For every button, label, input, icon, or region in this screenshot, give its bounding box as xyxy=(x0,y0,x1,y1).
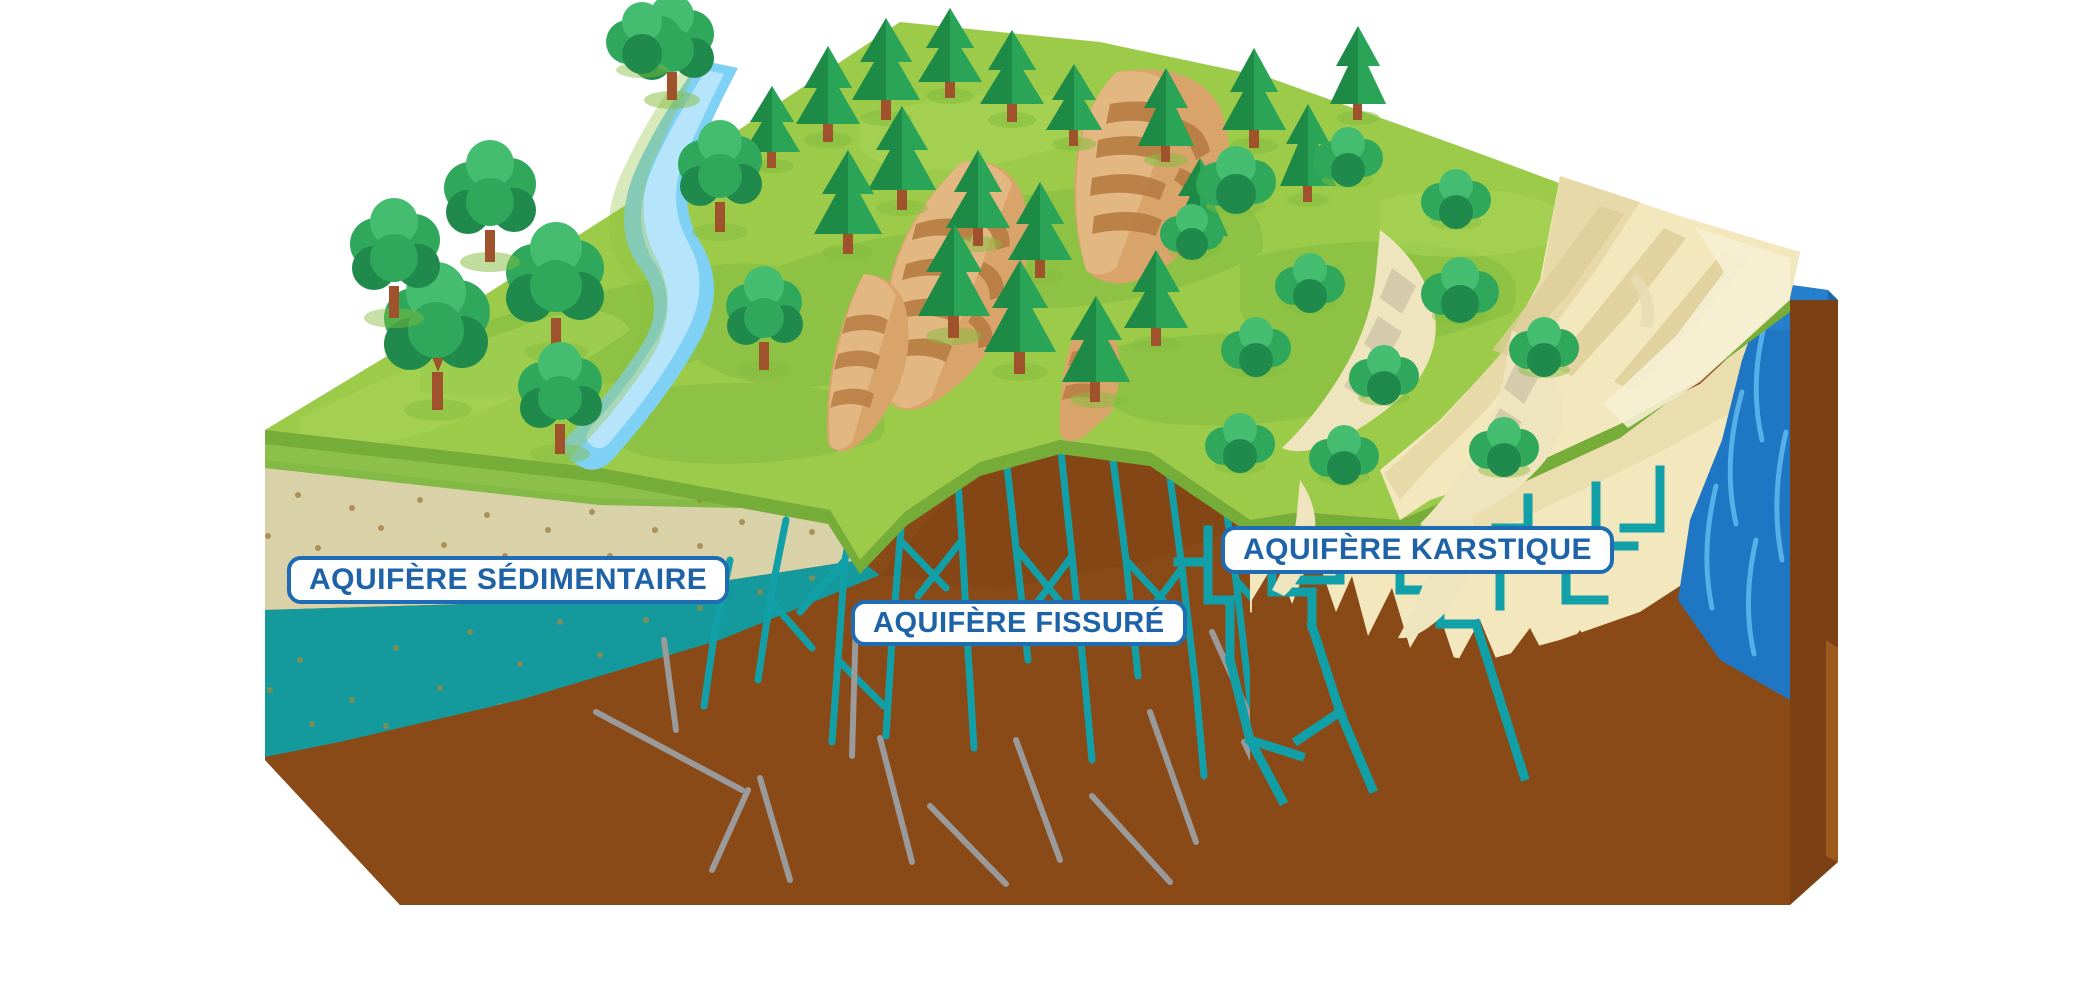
karst-pinnacles xyxy=(1250,520,1790,700)
conifer-tree xyxy=(918,224,990,345)
bush xyxy=(1421,169,1491,230)
conifer-tree xyxy=(1138,68,1194,167)
bush xyxy=(1469,417,1539,478)
deciduous-tree xyxy=(350,198,440,328)
deciduous-tree xyxy=(726,266,803,379)
deciduous-tree xyxy=(606,2,682,78)
bush xyxy=(1275,253,1345,314)
conifer-forest xyxy=(744,8,1386,408)
conifer-tree xyxy=(744,86,800,173)
label-aquifere-karstique[interactable]: AQUIFÈRE KARSTIQUE xyxy=(1221,526,1615,574)
bushes xyxy=(1160,127,1579,486)
bush xyxy=(1349,345,1419,406)
granite-outcrop-3 xyxy=(827,274,909,452)
bush xyxy=(1309,425,1379,486)
granite-mound xyxy=(265,440,1300,905)
label-aquifere-sedimentaire[interactable]: AQUIFÈRE SÉDIMENTAIRE xyxy=(287,556,730,604)
bush xyxy=(1313,127,1383,188)
bush xyxy=(1196,146,1276,215)
conifer-tree xyxy=(1008,182,1072,284)
conifer-tree xyxy=(980,30,1044,128)
river-bank-shade xyxy=(556,58,700,462)
surface-river xyxy=(556,58,738,470)
conifer-tree xyxy=(1046,64,1102,151)
bush xyxy=(1160,204,1224,260)
conifer-tree xyxy=(1330,26,1386,125)
bush xyxy=(1421,257,1499,325)
river-highlight xyxy=(586,70,724,449)
conifer-tree xyxy=(918,8,982,104)
deciduous-trees xyxy=(350,0,803,464)
bush xyxy=(1509,317,1579,378)
karst-cliff-pale-edge xyxy=(1604,228,1790,428)
deciduous-tree xyxy=(678,120,762,241)
top-surface xyxy=(265,0,1800,639)
bush xyxy=(1221,317,1291,378)
karst-bedrock-interface xyxy=(1250,520,1790,905)
block-cross-section xyxy=(265,282,1838,905)
conifer-tree xyxy=(984,260,1056,381)
deciduous-tree xyxy=(444,140,536,272)
groundwater-saturated xyxy=(265,560,880,757)
conifer-tree xyxy=(1062,296,1130,408)
deciduous-tree xyxy=(518,342,602,464)
conifer-tree xyxy=(868,106,936,216)
conifer-tree xyxy=(1222,48,1286,154)
conifer-tree xyxy=(796,46,860,148)
bush xyxy=(1205,413,1275,474)
conifer-tree xyxy=(814,150,882,260)
label-aquifere-fissure[interactable]: AQUIFÈRE FISSURÉ xyxy=(851,600,1187,646)
bedrock-right-edge-highlight xyxy=(1826,640,1838,862)
conifer-tree xyxy=(1124,250,1188,352)
river-band xyxy=(564,60,738,470)
